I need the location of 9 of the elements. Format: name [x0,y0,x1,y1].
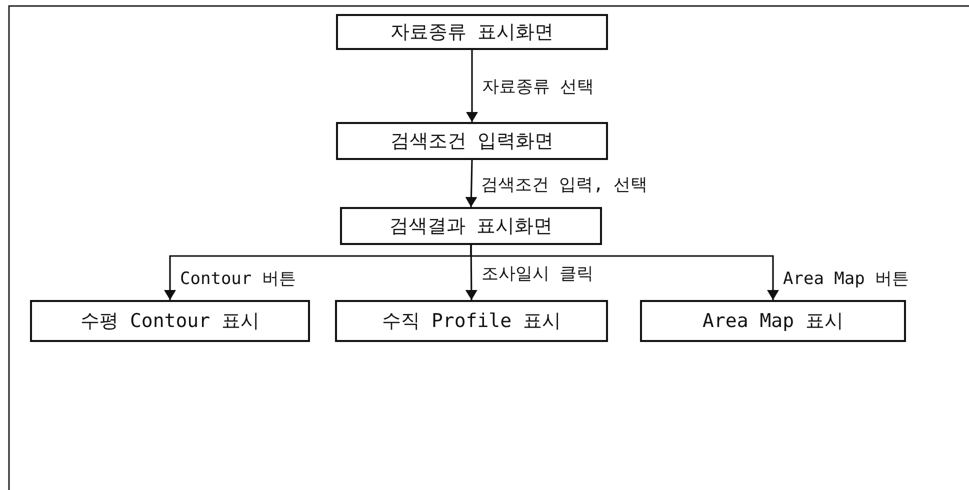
screen-box: 수평 Contour 표시 [30,300,310,342]
arrow [466,50,478,122]
screen-box: 검색조건 입력화면 [336,122,608,160]
arrow [465,160,478,208]
screen-box: 자료종류 표시화면 [336,14,608,50]
screen-box: 수직 Profile 표시 [335,300,608,342]
screen-box: Area Map 표시 [640,300,906,342]
arrow [470,245,779,300]
screen-box: 검색결과 표시화면 [340,207,602,245]
